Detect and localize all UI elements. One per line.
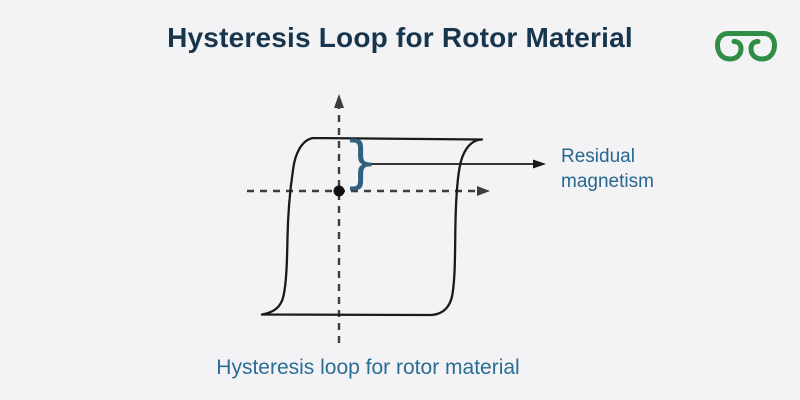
horizontal-axis [247, 186, 490, 196]
logo-g-left [715, 31, 748, 62]
diagram-caption: Hysteresis loop for rotor material [216, 356, 520, 379]
origin-dot [333, 185, 345, 197]
residual-arrow-head [533, 159, 546, 169]
geeksforgeeks-logo-icon [715, 31, 777, 62]
page-title: Hysteresis Loop for Rotor Material [167, 22, 633, 53]
horizontal-axis-arrowhead [477, 186, 490, 196]
residual-brace-icon: } [343, 130, 379, 195]
residual-arrow [362, 159, 546, 169]
vertical-axis [334, 94, 344, 343]
hysteresis-loop-curve [260, 136, 484, 317]
residual-magnetism-label: Residual magnetism [561, 146, 654, 192]
vertical-axis-arrowhead [334, 94, 344, 108]
logo-g-right [744, 31, 777, 62]
